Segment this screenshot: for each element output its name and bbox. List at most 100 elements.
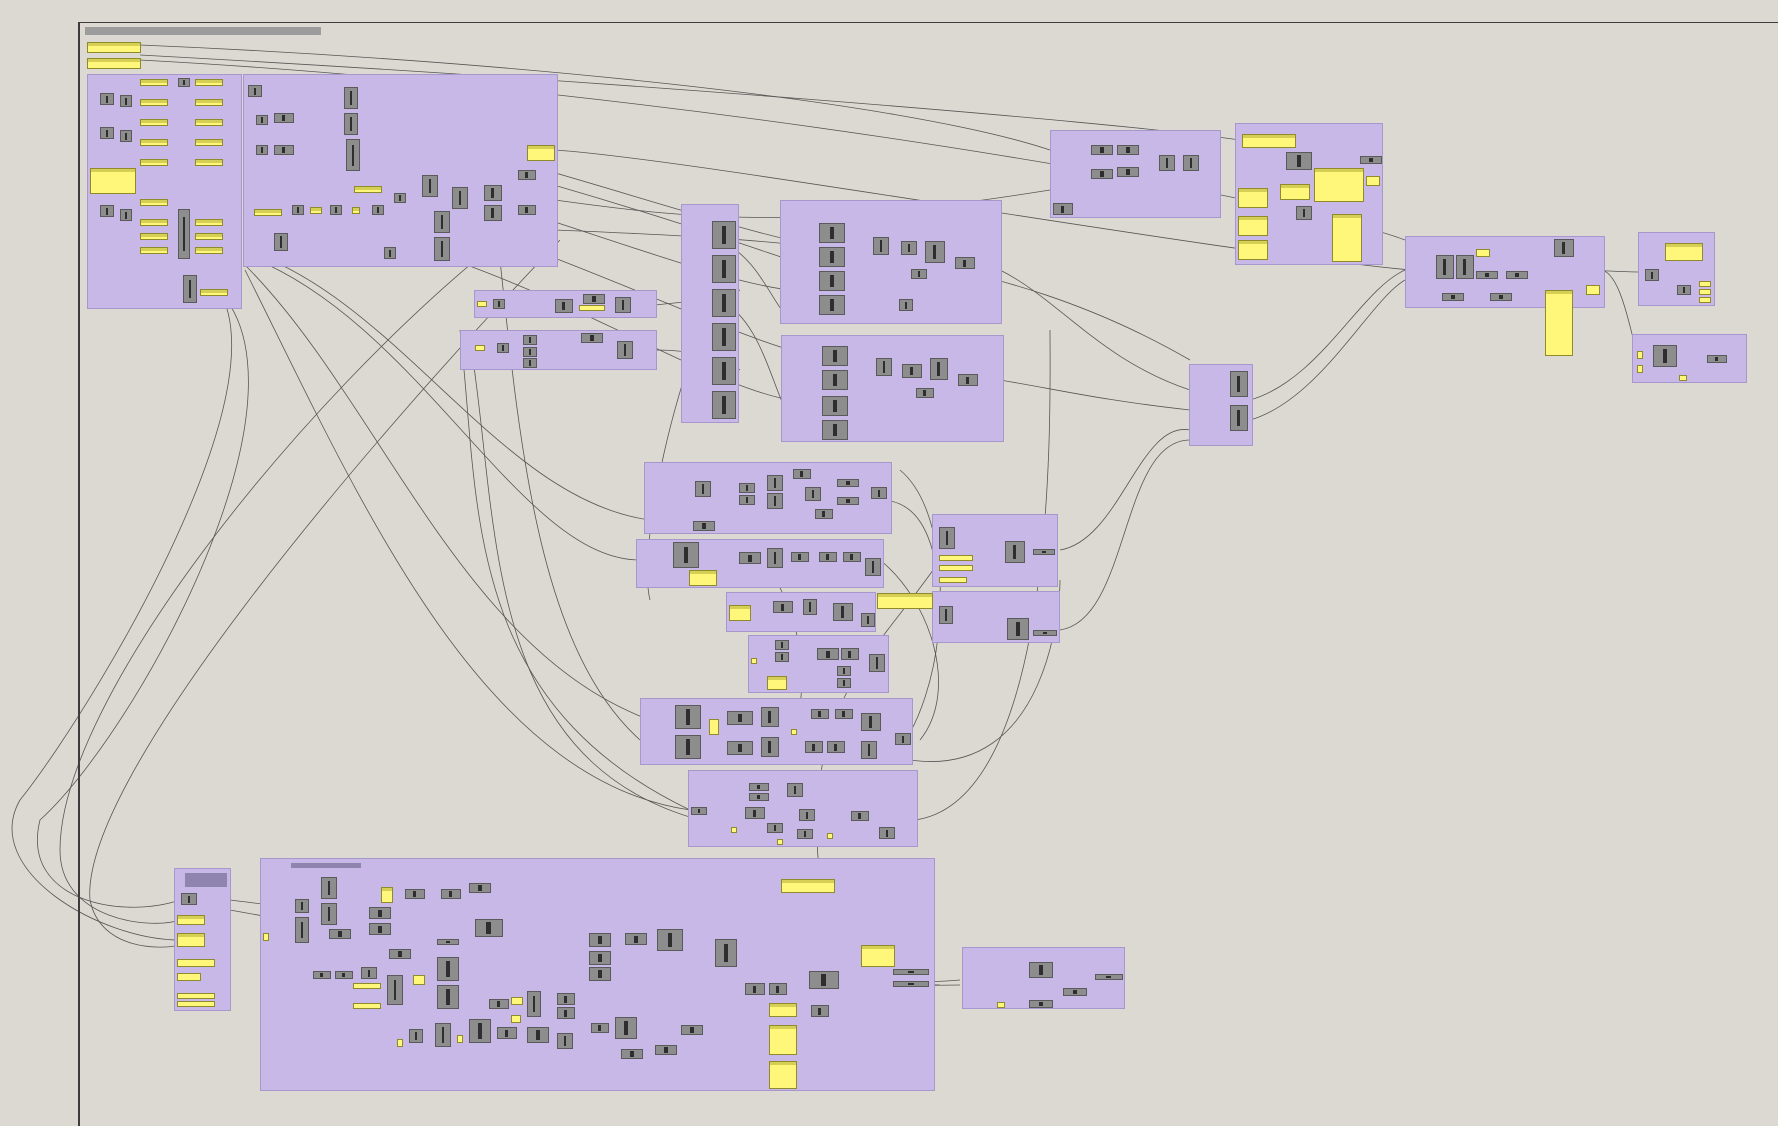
component-node[interactable]: [739, 495, 755, 505]
component-node[interactable]: [1707, 355, 1727, 363]
component-node[interactable]: [793, 469, 811, 479]
component-node[interactable]: [767, 493, 783, 509]
number-slider-panel[interactable]: [140, 139, 168, 146]
component-node[interactable]: [655, 1045, 677, 1055]
toggle-panel[interactable]: [997, 1002, 1005, 1008]
component-node[interactable]: [557, 1033, 573, 1049]
component-node[interactable]: [761, 707, 779, 727]
component-node[interactable]: [183, 275, 197, 303]
component-node[interactable]: [819, 552, 837, 562]
component-node[interactable]: [256, 145, 268, 155]
component-node[interactable]: [715, 939, 737, 967]
component-node[interactable]: [895, 733, 911, 745]
component-node[interactable]: [749, 793, 769, 801]
component-node[interactable]: [745, 983, 765, 995]
component-node[interactable]: [911, 269, 927, 279]
component-node[interactable]: [695, 481, 711, 497]
component-node[interactable]: [274, 113, 294, 123]
component-node[interactable]: [1360, 156, 1382, 164]
component-node[interactable]: [437, 985, 459, 1009]
component-node[interactable]: [739, 552, 761, 564]
component-node[interactable]: [675, 735, 701, 759]
component-node[interactable]: [803, 599, 817, 615]
text-panel[interactable]: [1665, 243, 1703, 261]
component-node[interactable]: [873, 237, 889, 255]
number-slider-panel[interactable]: [195, 119, 223, 126]
component-node[interactable]: [475, 919, 503, 937]
toggle-panel[interactable]: [1679, 375, 1687, 381]
toggle-panel[interactable]: [413, 975, 425, 985]
component-node[interactable]: [811, 709, 829, 719]
number-slider-panel[interactable]: [140, 219, 168, 226]
component-node[interactable]: [865, 558, 881, 576]
group-bottom-main[interactable]: [260, 858, 935, 1091]
number-slider-panel[interactable]: [195, 139, 223, 146]
group-right-side-b[interactable]: [932, 591, 1060, 643]
component-node[interactable]: [761, 737, 779, 757]
component-node[interactable]: [335, 971, 353, 979]
text-panel[interactable]: [729, 605, 751, 621]
component-node[interactable]: [248, 85, 262, 97]
toggle-panel[interactable]: [475, 345, 485, 351]
component-node[interactable]: [617, 341, 633, 359]
component-node[interactable]: [822, 346, 848, 366]
component-node[interactable]: [321, 877, 337, 899]
component-node[interactable]: [394, 193, 406, 203]
component-node[interactable]: [493, 299, 505, 309]
text-panel[interactable]: [1332, 214, 1362, 262]
text-panel[interactable]: [1242, 134, 1296, 148]
component-node[interactable]: [518, 205, 536, 215]
component-node[interactable]: [181, 893, 197, 905]
component-node[interactable]: [409, 1029, 423, 1043]
toggle-panel[interactable]: [731, 827, 737, 833]
group-geometry-a[interactable]: [780, 200, 1002, 324]
component-node[interactable]: [930, 358, 948, 380]
component-node[interactable]: [675, 705, 701, 729]
group-center-5[interactable]: [640, 698, 913, 765]
component-node[interactable]: [591, 1023, 609, 1033]
component-node[interactable]: [346, 139, 360, 171]
component-node[interactable]: [405, 889, 425, 899]
component-node[interactable]: [581, 333, 603, 343]
component-node[interactable]: [817, 648, 839, 660]
component-node[interactable]: [809, 971, 839, 989]
component-node[interactable]: [745, 807, 765, 819]
component-node[interactable]: [861, 713, 881, 731]
component-node[interactable]: [799, 809, 815, 821]
text-panel[interactable]: [861, 945, 895, 967]
number-slider-panel[interactable]: [177, 993, 215, 999]
component-node[interactable]: [851, 811, 869, 821]
component-node[interactable]: [899, 299, 913, 311]
component-node[interactable]: [893, 981, 929, 987]
toggle-panel[interactable]: [310, 207, 322, 214]
number-slider-panel[interactable]: [195, 79, 223, 86]
component-node[interactable]: [833, 603, 853, 621]
component-node[interactable]: [555, 299, 573, 313]
component-node[interactable]: [939, 606, 953, 624]
text-panel[interactable]: [769, 1061, 797, 1089]
component-node[interactable]: [819, 295, 845, 315]
component-node[interactable]: [1063, 988, 1087, 996]
component-node[interactable]: [767, 823, 783, 833]
text-panel[interactable]: [381, 887, 393, 903]
toggle-panel[interactable]: [397, 1039, 403, 1047]
merge-component[interactable]: [712, 391, 736, 419]
group-output-far-right-b[interactable]: [1632, 334, 1747, 383]
component-node[interactable]: [775, 640, 789, 650]
component-node[interactable]: [583, 294, 605, 304]
component-node[interactable]: [727, 711, 753, 725]
number-slider-panel[interactable]: [939, 555, 973, 561]
group-inputs[interactable]: [87, 74, 242, 309]
component-node[interactable]: [819, 223, 845, 243]
text-panel[interactable]: [689, 570, 717, 586]
component-node[interactable]: [902, 364, 922, 378]
component-node[interactable]: [767, 475, 783, 491]
component-node[interactable]: [822, 396, 848, 416]
number-slider-panel[interactable]: [177, 973, 201, 981]
component-node[interactable]: [589, 967, 611, 981]
component-node[interactable]: [837, 479, 859, 487]
component-node[interactable]: [452, 187, 468, 209]
component-node[interactable]: [361, 967, 377, 979]
text-panel[interactable]: [769, 1025, 797, 1055]
component-node[interactable]: [100, 93, 114, 105]
